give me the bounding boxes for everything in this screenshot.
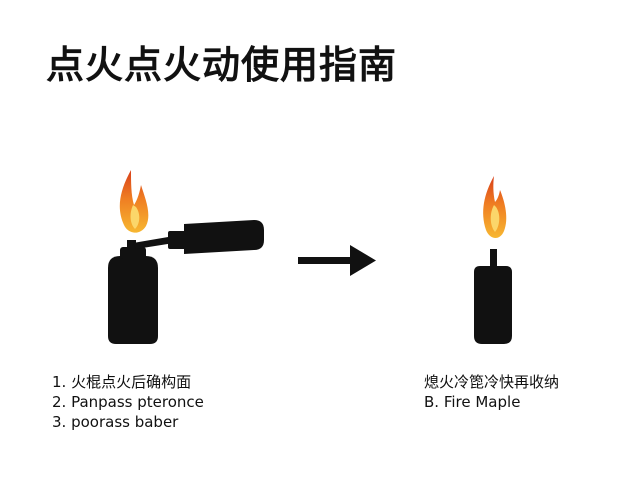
- list-item: 熄火冷箆冷快再收纳: [424, 373, 560, 391]
- torch-lighter-icon: [108, 220, 264, 344]
- arrow-right-icon: [298, 245, 376, 276]
- candle-icon: [474, 249, 512, 344]
- page-title: 点火点火动使用指南: [46, 43, 398, 87]
- list-item: 3. poorass baber: [52, 413, 179, 431]
- list-item: 2. Panpass pteronce: [52, 393, 204, 411]
- right-steps-list: 熄火冷箆冷快再收纳 B. Fire Maple: [424, 372, 559, 412]
- left-steps-list: 1. 火棍点火后确构面 2. Panpass pteronce 3. poora…: [52, 372, 204, 432]
- list-item: 1. 火棍点火后确构面: [52, 373, 192, 391]
- candle-flame-icon: [483, 176, 507, 239]
- list-item: B. Fire Maple: [424, 393, 521, 411]
- torch-flame-icon: [119, 170, 149, 233]
